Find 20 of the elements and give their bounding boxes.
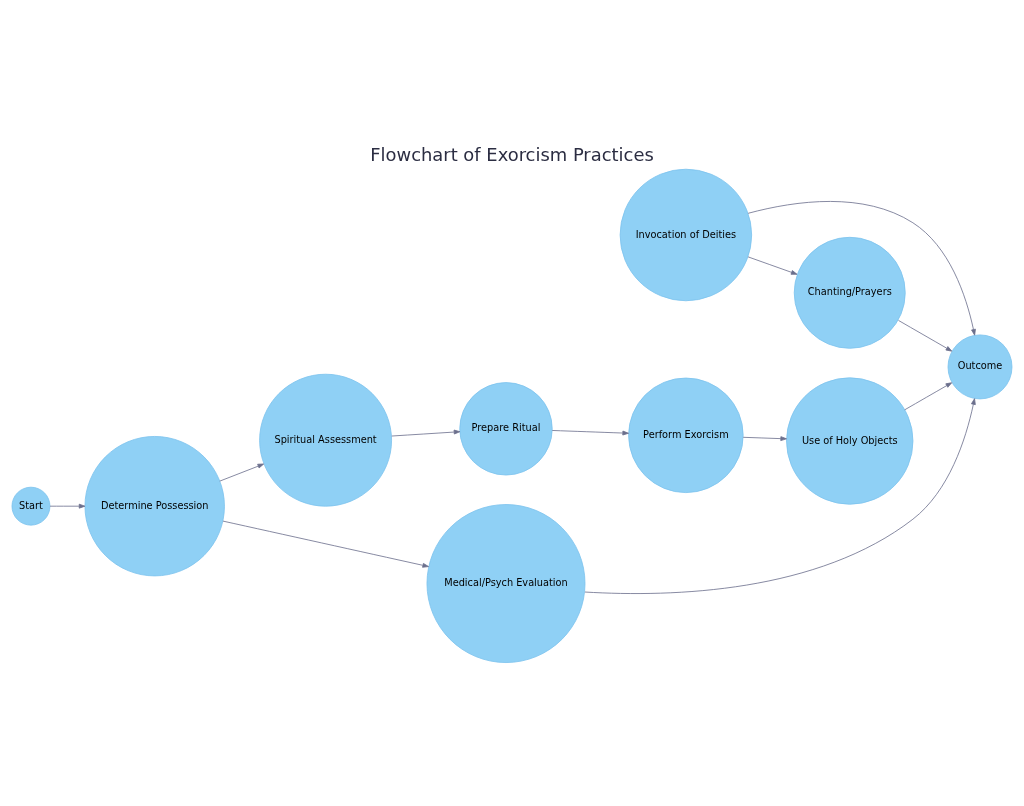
node-circle: Determine Possession (84, 436, 225, 577)
diagram-title: Flowchart of Exorcism Practices (370, 143, 654, 165)
arrow (49, 503, 86, 509)
arrow (391, 429, 461, 437)
node-circle: Perform Exorcism (628, 377, 744, 493)
arrow (742, 436, 787, 442)
arrow (584, 398, 976, 594)
arrow (904, 382, 953, 411)
arrow (219, 463, 265, 482)
node-circle: Chanting/Prayers (793, 236, 906, 349)
node-circle: Invocation of Deities (619, 168, 753, 302)
node-circle: Medical/Psych Evaluation (426, 504, 586, 663)
node-circle: Prepare Ritual (459, 382, 553, 476)
arrow (551, 430, 629, 436)
arrow (747, 201, 976, 336)
node-circle: Start (11, 486, 51, 526)
arrow (222, 520, 429, 568)
arrow (898, 320, 953, 352)
node-circle: Use of Holy Objects (786, 377, 914, 505)
arrow (747, 256, 798, 275)
